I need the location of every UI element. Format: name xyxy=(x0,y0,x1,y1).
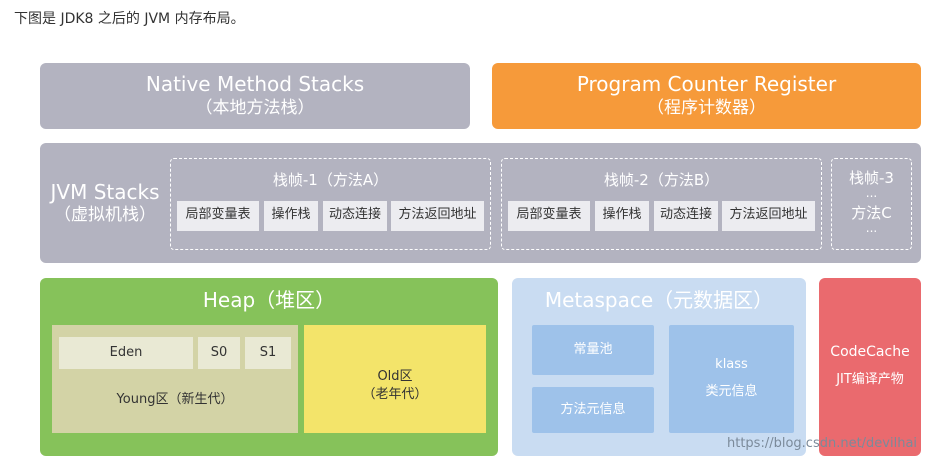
stack-frame-2: 栈帧-2（方法B） xyxy=(501,158,822,250)
pcr-title: Program Counter Register xyxy=(576,72,837,96)
survivor-s0: S0 xyxy=(198,337,240,369)
watermark: https://blog.csdn.net/devilhai xyxy=(727,436,918,451)
young-generation-label: Young区（新生代） xyxy=(116,392,234,407)
frame-1-operand-stack: 操作栈 xyxy=(264,201,318,231)
method-metadata: 方法元信息 xyxy=(532,387,654,433)
heap-title: Heap（堆区） xyxy=(202,288,336,312)
caption-text: 下图是 JDK8 之后的 JVM 内存布局。 xyxy=(14,11,245,27)
program-counter-register: Program Counter Register （程序计数器） xyxy=(492,63,921,129)
stack-frame-1: 栈帧-1（方法A） xyxy=(170,158,491,250)
stack-frame-3: 栈帧-3 ... 方法C ... xyxy=(831,158,912,250)
native-method-stacks-title: Native Method Stacks xyxy=(145,72,365,96)
stack-frame-1-title: 栈帧-1（方法A） xyxy=(272,171,389,189)
frame-2-return-address: 方法返回地址 xyxy=(722,201,815,231)
native-method-stacks: Native Method Stacks （本地方法栈） xyxy=(40,63,470,129)
frame-2-operand-stack: 操作栈 xyxy=(595,201,649,231)
code-cache-title: CodeCache xyxy=(830,344,910,360)
pcr-subtitle: （程序计数器） xyxy=(647,98,766,118)
jvm-stacks-label: JVM Stacks （虚拟机栈） xyxy=(40,180,170,226)
stack-frame-3-method: 方法C xyxy=(851,204,892,222)
metaspace-title: Metaspace（元数据区） xyxy=(544,288,774,312)
code-cache: CodeCache JIT编译产物 xyxy=(819,278,921,456)
constant-pool: 常量池 xyxy=(532,325,654,375)
native-method-stacks-subtitle: （本地方法栈） xyxy=(195,98,315,118)
frame-2-local-vars: 局部变量表 xyxy=(508,201,590,231)
stack-frame-3-dots-bottom: ... xyxy=(865,221,878,235)
code-cache-subtitle: JIT编译产物 xyxy=(836,372,904,387)
stack-frame-2-title: 栈帧-2（方法B） xyxy=(603,171,720,189)
klass-block: klass 类元信息 xyxy=(669,325,794,433)
class-metadata-label: 类元信息 xyxy=(705,384,758,399)
stack-frame-3-title: 栈帧-3 xyxy=(849,169,894,187)
jvm-stacks-subtitle: （虚拟机栈） xyxy=(54,205,156,225)
old-generation xyxy=(304,325,486,433)
frame-1-dynamic-link: 动态连接 xyxy=(323,201,387,231)
frame-1-local-vars: 局部变量表 xyxy=(177,201,259,231)
jvm-stacks-title: JVM Stacks xyxy=(50,180,160,204)
frame-2-dynamic-link: 动态连接 xyxy=(654,201,718,231)
old-generation-sublabel: （老年代） xyxy=(362,387,428,402)
old-generation-label: Old区 xyxy=(377,369,413,384)
eden-space: Eden xyxy=(59,337,193,369)
frame-1-return-address: 方法返回地址 xyxy=(391,201,484,231)
stack-frame-3-dots-top: ... xyxy=(865,186,878,200)
klass-label: klass xyxy=(715,357,748,372)
survivor-s1: S1 xyxy=(245,337,291,369)
